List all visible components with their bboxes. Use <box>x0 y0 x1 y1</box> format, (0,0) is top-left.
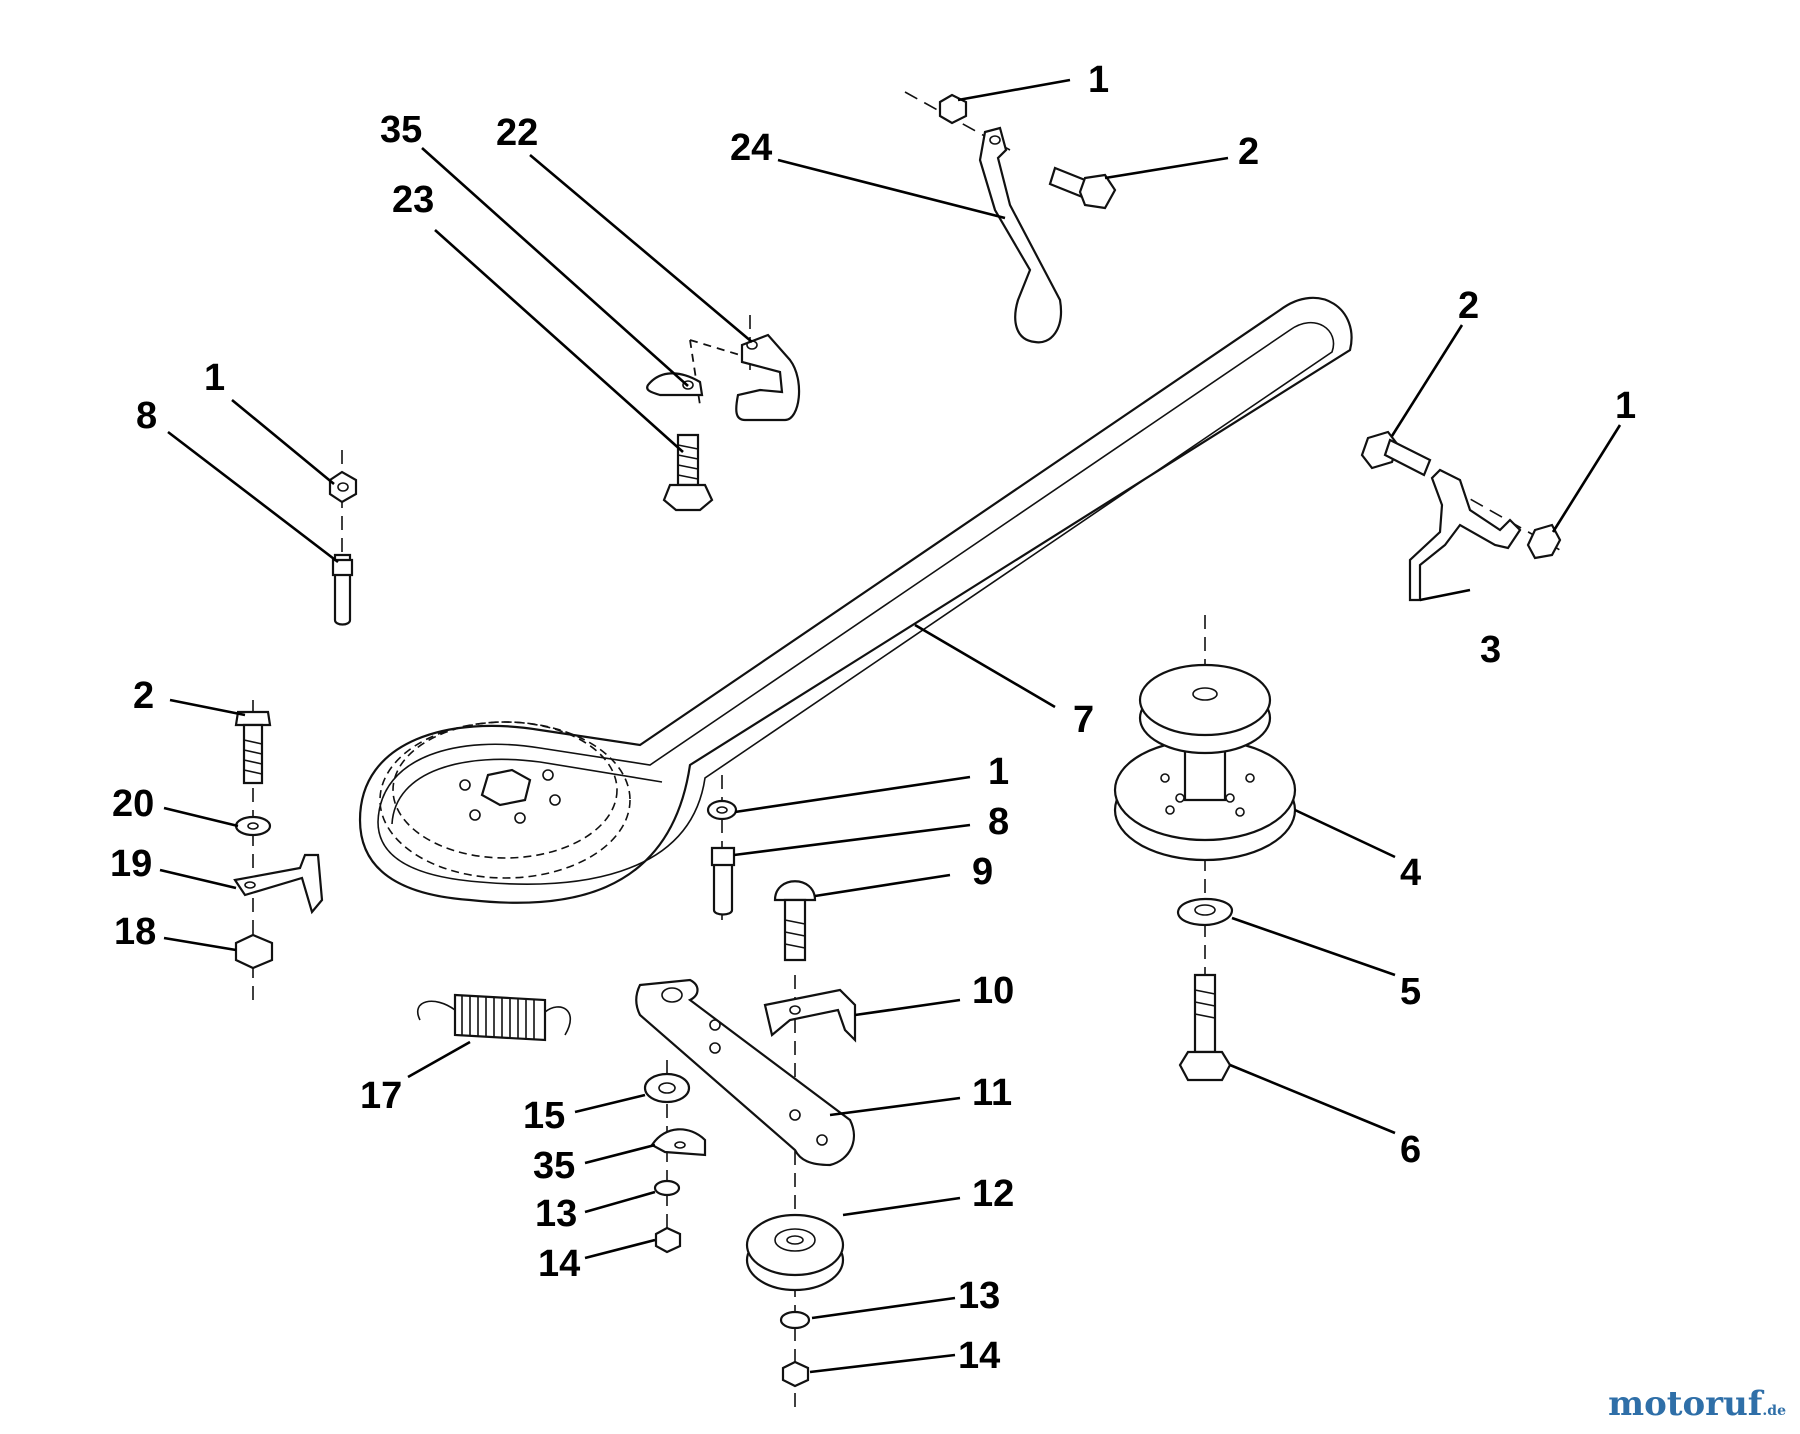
callout-4: 4 <box>1400 852 1421 894</box>
callout-35-bottom: 35 <box>533 1145 575 1187</box>
callout-35-top: 35 <box>380 109 422 151</box>
callout-13-left: 13 <box>535 1193 577 1235</box>
callout-9: 9 <box>972 851 993 893</box>
callout-23: 24 <box>730 127 772 169</box>
callout-10: 10 <box>972 970 1014 1012</box>
tension-spring <box>417 993 572 1042</box>
callout-1-center: 1 <box>988 751 1009 793</box>
callout-7: 7 <box>1073 699 1094 741</box>
callout-labels: 1 2 24 35 22 23 1 8 2 1 3 7 2 20 19 18 1… <box>110 59 1636 1377</box>
callout-20: 19 <box>110 843 152 885</box>
callout-13-bottom: 13 <box>958 1275 1000 1317</box>
callout-22: 22 <box>496 112 538 154</box>
drive-belt <box>358 296 1353 904</box>
callout-1-top: 1 <box>1088 59 1109 101</box>
callout-2-right: 2 <box>1458 285 1479 327</box>
callout-21: 20 <box>112 783 154 825</box>
callout-11: 11 <box>972 1072 1012 1114</box>
callout-17: 15 <box>523 1095 565 1137</box>
idler-arm-group <box>635 975 857 1410</box>
belt-guide-top <box>904 91 1117 344</box>
right-pulley-group <box>1113 615 1297 1082</box>
left-stud-group <box>328 450 358 626</box>
callout-2-top: 2 <box>1238 131 1259 173</box>
callout-3: 3 <box>1480 629 1501 671</box>
callout-24: 23 <box>392 179 434 221</box>
watermark-brand: motoruf <box>1608 1384 1763 1424</box>
watermark-suffix: .de <box>1762 1403 1786 1419</box>
center-stud-group <box>706 775 817 962</box>
callout-15: 14 <box>538 1243 580 1285</box>
callout-1-right: 1 <box>1615 385 1636 427</box>
callout-2-left: 2 <box>133 675 154 717</box>
engine-pulley <box>379 721 631 879</box>
callout-19: 18 <box>114 911 156 953</box>
callout-1-left: 1 <box>204 357 225 399</box>
callout-5: 5 <box>1400 971 1421 1013</box>
belt-guide-left <box>646 315 801 512</box>
leader-lines <box>159 78 1622 1374</box>
callout-8-left: 8 <box>136 395 157 437</box>
belt-guide-right <box>1360 430 1562 602</box>
callout-8-center: 8 <box>988 801 1009 843</box>
left-bracket-group <box>233 700 324 1000</box>
callout-14: 14 <box>958 1335 1000 1377</box>
callout-18: 17 <box>360 1075 402 1117</box>
watermark-logo: motoruf.de <box>1608 1384 1786 1424</box>
callout-12: 12 <box>972 1173 1014 1215</box>
callout-6: 6 <box>1400 1129 1421 1171</box>
